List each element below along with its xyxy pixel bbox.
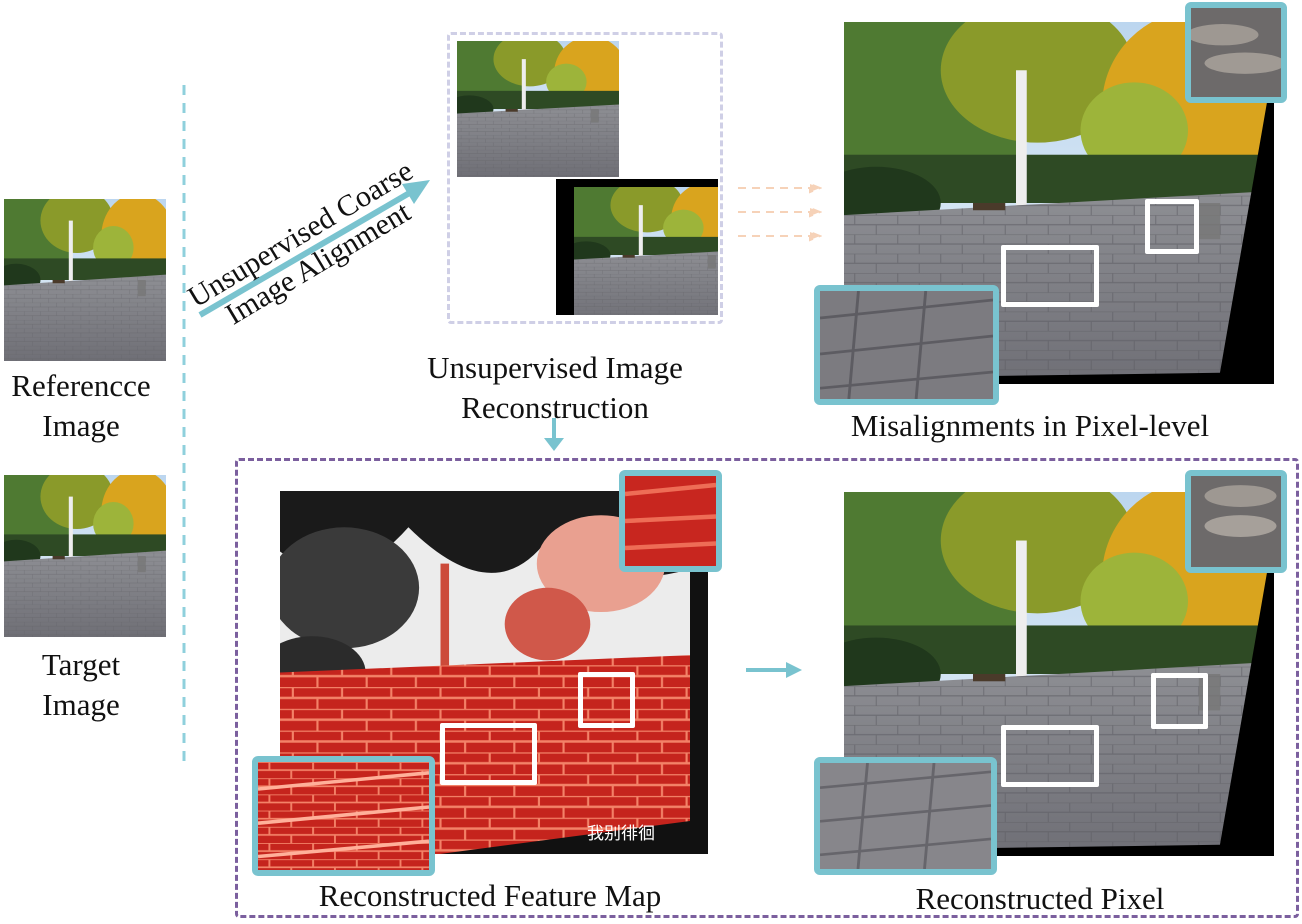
coarse-alignment-arrow xyxy=(198,180,430,318)
reconstruction-results-box xyxy=(235,458,1299,918)
overlay-subtitle: 我别徘徊 xyxy=(587,824,655,844)
recon-label-line1: Unsupervised Image xyxy=(427,350,683,385)
target-image xyxy=(4,475,166,637)
warped-pair-box xyxy=(447,32,723,324)
reference-image-label: Referencce Image xyxy=(0,366,162,446)
misaligned-highlight-box-2 xyxy=(1145,199,1199,254)
faint-arrows xyxy=(738,182,822,242)
misaligned-highlight-box-1 xyxy=(1001,245,1099,307)
pixel-highlight-box-1 xyxy=(1001,725,1099,787)
pixel-highlight-box-2 xyxy=(1151,673,1208,729)
feature-map-label: Reconstructed Feature Map xyxy=(318,878,662,913)
target-label-line2: Image xyxy=(42,687,120,722)
target-label-line1: Target xyxy=(41,647,121,682)
feature-highlight-box-1 xyxy=(440,723,537,785)
warped-reference-image xyxy=(457,41,619,177)
pixel-label: Reconstructed Pixel xyxy=(915,881,1165,916)
warped-target-image xyxy=(556,179,718,315)
feature-zoom-bottom xyxy=(252,756,435,876)
feature-to-pixel-arrow xyxy=(746,662,802,678)
misaligned-zoom-bottom xyxy=(814,285,999,405)
pixel-zoom-top xyxy=(1185,470,1287,573)
feature-highlight-box-2 xyxy=(578,672,635,728)
misalign-label: Misalignments in Pixel-level xyxy=(850,408,1210,443)
reference-image xyxy=(4,199,166,361)
reference-label-line1: Referencce xyxy=(11,368,151,403)
reconstruction-label: Unsupervised Image Reconstruction xyxy=(380,348,730,428)
vertical-divider xyxy=(182,85,186,765)
reconstruction-down-arrow xyxy=(544,418,564,451)
target-image-label: Target Image xyxy=(0,645,162,725)
misaligned-zoom-top xyxy=(1185,2,1287,103)
pixel-zoom-bottom xyxy=(814,757,997,875)
reference-label-line2: Image xyxy=(42,408,120,443)
feature-zoom-top xyxy=(619,470,722,572)
